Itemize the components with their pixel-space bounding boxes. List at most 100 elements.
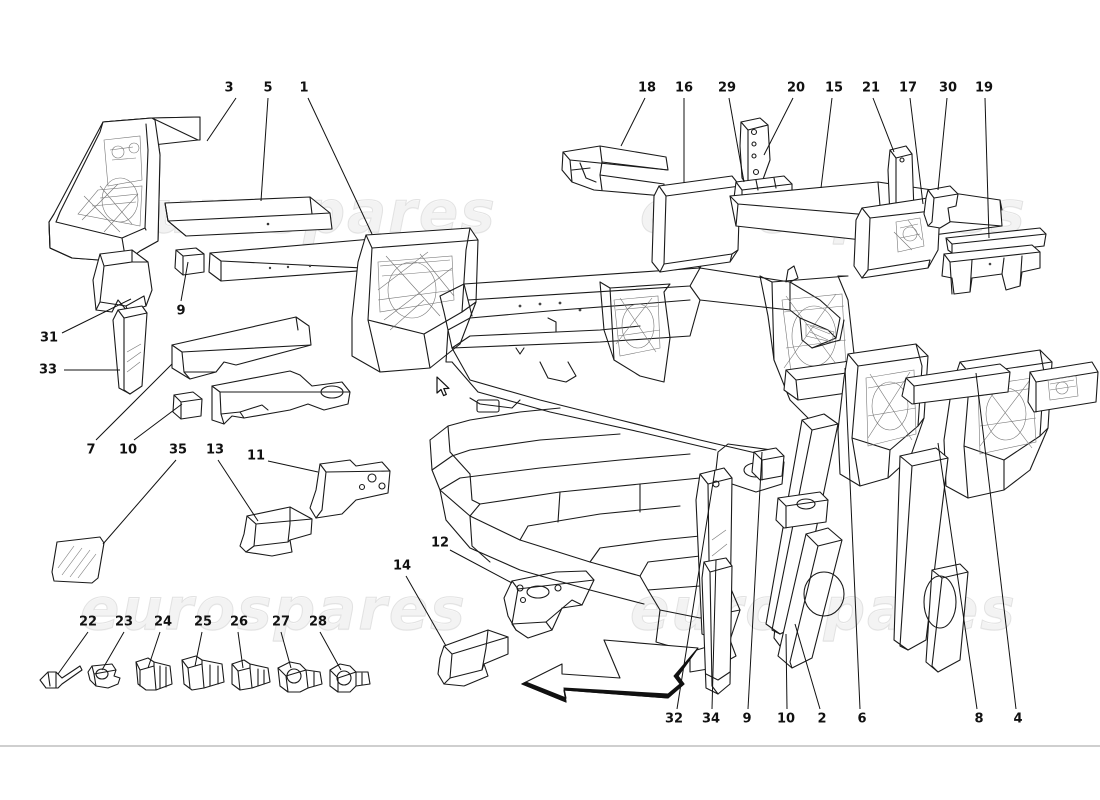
- part-8-lower-rail: [893, 447, 949, 651]
- leader-line-14: [405, 575, 447, 647]
- part-19-rear-crossmember-panel: [941, 227, 1047, 295]
- leader-line-34: [711, 559, 717, 710]
- leader-line-8: [937, 442, 978, 710]
- part-11-reinforcement-plate: [309, 459, 391, 519]
- part-18-bumper-support-bracket: [561, 145, 669, 197]
- leader-line-17: [909, 97, 924, 205]
- callout-number-6: 6: [857, 711, 867, 727]
- leader-line-21: [872, 97, 895, 153]
- callout-number-11: 11: [246, 448, 266, 464]
- leader-line-9b: [747, 451, 763, 710]
- part-7-crossmember-lower: [211, 370, 351, 425]
- part-4-bottom-block: [923, 563, 969, 673]
- callout-number-21: 21: [861, 80, 881, 96]
- callout-number-9b: 9: [742, 711, 752, 727]
- leader-line-3: [206, 97, 237, 142]
- callout-number-33: 33: [38, 362, 58, 378]
- fastener-26-bolt: [231, 659, 271, 691]
- leader-line-19: [984, 97, 990, 239]
- part-33-vertical-strut: [112, 305, 148, 395]
- callout-number-30: 30: [938, 80, 958, 96]
- leader-line-5: [260, 97, 269, 202]
- leader-line-4: [975, 372, 1017, 710]
- callout-number-17: 17: [898, 80, 918, 96]
- callout-number-22: 22: [78, 614, 98, 630]
- callout-number-2: 2: [817, 711, 827, 727]
- callout-number-7: 7: [86, 442, 96, 458]
- leader-line-2: [794, 623, 821, 710]
- callout-leader-lines: [57, 97, 1017, 710]
- part-5-side-rail-beam: [164, 196, 333, 237]
- part-12-suspension-mount-casting: [503, 570, 595, 639]
- callout-number-31: 31: [39, 330, 59, 346]
- callout-number-10: 10: [118, 442, 138, 458]
- leader-line-22: [57, 631, 89, 675]
- leader-line-15: [820, 97, 833, 189]
- central-chassis-frame-assembly: [429, 243, 857, 673]
- callout-number-20: 20: [786, 80, 806, 96]
- callout-number-34: 34: [701, 711, 721, 727]
- leader-line-12: [449, 549, 513, 584]
- callout-number-9: 9: [176, 303, 186, 319]
- leader-line-24: [147, 631, 161, 669]
- fastener-27-bolt: [277, 661, 323, 693]
- part-31-mounting-bracket: [92, 249, 153, 313]
- callout-number-3: 3: [224, 80, 234, 96]
- callout-number-19: 19: [974, 80, 994, 96]
- leader-line-6: [844, 367, 861, 710]
- callout-number-1: 1: [299, 80, 309, 96]
- part-30-small-connector: [923, 185, 959, 229]
- part-mount-pad-right: [775, 491, 829, 529]
- leader-line-23: [101, 631, 125, 671]
- leader-line-20: [763, 97, 794, 156]
- part-34-vertical-post-34: [701, 557, 733, 695]
- leader-line-35: [102, 459, 177, 545]
- part-1-cast-corner-node: [351, 227, 479, 373]
- part-13-support-bracket: [239, 506, 313, 557]
- callout-number-8: 8: [974, 711, 984, 727]
- direction-of-travel-arrow: [520, 639, 699, 703]
- part-16-side-panel-plate: [651, 175, 741, 273]
- callout-number-23: 23: [114, 614, 134, 630]
- leader-line-25: [194, 631, 203, 667]
- callout-number-25: 25: [193, 614, 213, 630]
- callout-number-32: 32: [664, 711, 684, 727]
- page-divider: [0, 745, 1100, 747]
- part-3-rear-wheelhouse-casting: [48, 116, 201, 263]
- fastener-24-bolt: [135, 657, 173, 691]
- fastener-22-pin: [39, 665, 83, 689]
- leader-line-1: [307, 97, 373, 235]
- leader-line-28: [319, 631, 342, 671]
- fastener-28-bolt: [329, 663, 371, 693]
- callout-number-26: 26: [229, 614, 249, 630]
- leader-line-31: [61, 298, 132, 334]
- callout-number-12: 12: [430, 535, 450, 551]
- part-7-crossmember-upper: [171, 316, 312, 380]
- part-35-insulation-pad: [51, 536, 105, 584]
- leader-line-7: [95, 363, 173, 441]
- leader-line-29: [728, 97, 745, 183]
- leader-line-30: [937, 97, 948, 191]
- fastener-23-nut: [87, 663, 121, 689]
- callout-number-15: 15: [824, 80, 844, 96]
- part-14-lower-mount-bracket: [437, 629, 509, 687]
- leader-line-18: [620, 97, 646, 147]
- part-17-cast-node-block: [853, 197, 941, 279]
- callout-number-35: 35: [168, 442, 188, 458]
- leader-line-11: [267, 460, 319, 473]
- callout-number-4: 4: [1013, 711, 1023, 727]
- leader-line-9: [180, 261, 189, 302]
- callout-number-14: 14: [392, 558, 412, 574]
- callout-number-13: 13: [205, 442, 225, 458]
- callout-number-24: 24: [153, 614, 173, 630]
- callout-number-27: 27: [271, 614, 291, 630]
- callout-number-16: 16: [674, 80, 694, 96]
- callout-number-5: 5: [263, 80, 273, 96]
- part-9-spacer-block-right: [751, 447, 785, 481]
- leader-line-26: [237, 631, 244, 669]
- callout-number-10b: 10: [776, 711, 796, 727]
- fastener-25-bolt: [181, 655, 225, 691]
- part-diagonal-arm-lower-right: [777, 527, 845, 669]
- callout-number-18: 18: [637, 80, 657, 96]
